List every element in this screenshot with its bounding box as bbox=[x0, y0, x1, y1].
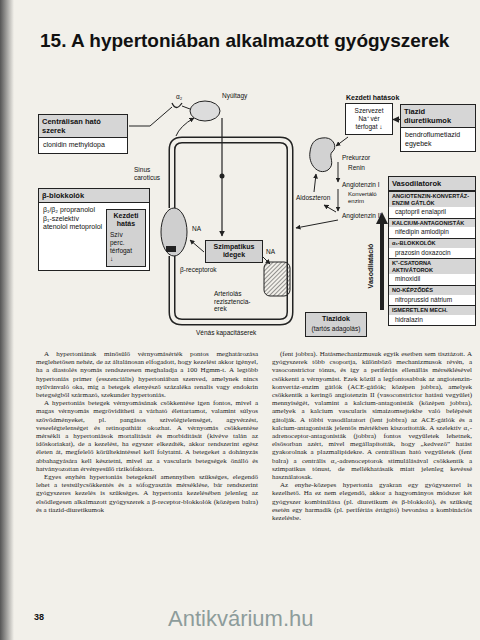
box-heading: Tiazid diuretikumok bbox=[401, 105, 475, 128]
diagram-label: Arteriolás rezisztencia-erek bbox=[214, 290, 262, 313]
drug-class-box: KALCIUM-ANTAGONISTÁKnifedipin amlodipin bbox=[389, 218, 475, 238]
diagram-label: Renin bbox=[348, 164, 365, 172]
body-paragraph: A hypertoniás betegek vérnyomásának csök… bbox=[36, 399, 258, 473]
body-paragraph: (fent jobbra). Hatásmechanizmusuk egyik … bbox=[272, 350, 472, 481]
box-body: bendroflumetiazid egyebek bbox=[401, 128, 475, 151]
vasodilatation-arrow bbox=[380, 222, 384, 310]
page-shadow bbox=[0, 0, 14, 640]
diagram-label: Konvertáló enzim bbox=[348, 191, 382, 205]
box-heading: Kezdeti hatások bbox=[346, 93, 399, 104]
leader-line bbox=[129, 107, 172, 126]
drug-class-box: ANGIOTENZIN-KONVERTÁZ-ENZIM GÁTLÓKcaptop… bbox=[389, 191, 475, 218]
drug-class-box: α₁-BLOKKOLÓKprazosin doxazocin bbox=[389, 238, 475, 258]
drug-box: Tiazid diuretikumokbendroflumetiazid egy… bbox=[400, 104, 476, 152]
diagram-label: Nyúltagy bbox=[222, 92, 247, 100]
box-heading: Kezdeti hatás bbox=[107, 210, 145, 231]
body-paragraph: Egyes enyhén hypertoniás betegeknél amen… bbox=[36, 473, 258, 514]
box-body: minoxidil bbox=[389, 274, 475, 285]
box-body: Szív perc. térfogat ↓ bbox=[107, 231, 156, 266]
diagram-label: Aldoszteron bbox=[296, 194, 330, 202]
ganglion-dot bbox=[220, 174, 225, 179]
diagram-label: NA bbox=[192, 225, 201, 233]
diagram-label: α₂ bbox=[176, 93, 182, 101]
nerve bbox=[182, 106, 190, 109]
box-heading: ISMERETLEN MECH. bbox=[389, 306, 475, 315]
arrow bbox=[296, 220, 338, 228]
box-heading: ANGIOTENZIN-KONVERTÁZ-ENZIM GÁTLÓK bbox=[389, 192, 475, 207]
arrow bbox=[314, 174, 316, 192]
drug-class-box: K⁺-CSATORNA AKTIVÁTOROKminoxidil bbox=[389, 258, 475, 285]
drug-box: Szimpatikus idegek bbox=[205, 240, 263, 263]
alpha2-receptor-symbol bbox=[172, 103, 182, 108]
diagram-label: Prekurzor bbox=[342, 154, 370, 162]
drug-box: VasodilatorokANGIOTENZIN-KONVERTÁZ-ENZIM… bbox=[388, 176, 476, 326]
drug-box: Kezdeti hatásokSzervezet Na⁺ vér térfoga… bbox=[345, 103, 393, 135]
box-heading: KALCIUM-ANTAGONISTÁK bbox=[389, 219, 475, 228]
box-body: Szervezet Na⁺ vér térfogat ↓ bbox=[346, 104, 392, 134]
box-heading: NO-KÉPZŐDÉS bbox=[389, 286, 475, 295]
drug-box: Kezdeti hatásSzív perc. térfogat ↓ bbox=[106, 209, 146, 267]
arrow bbox=[338, 189, 339, 211]
box-body: nitroprussid nátrium bbox=[389, 295, 475, 306]
connector bbox=[393, 119, 400, 120]
box-heading: K⁺-CSATORNA AKTIVÁTOROK bbox=[389, 259, 475, 274]
text-column: A hypertoniának minősülő vérnyomásérték … bbox=[36, 350, 258, 514]
box-body: hidralazin bbox=[389, 315, 475, 326]
beta-receptor-symbol bbox=[166, 246, 176, 252]
circulation-lumen bbox=[172, 140, 290, 322]
diagram-label: 38 bbox=[34, 612, 44, 623]
nerve-to-heart bbox=[190, 240, 204, 252]
box-heading: Szimpatikus idegek bbox=[206, 241, 262, 262]
drug-box: Centrálisan ható szerekclonidin methyldo… bbox=[38, 114, 128, 154]
arrow bbox=[336, 137, 348, 146]
box-heading: α₁-BLOKKOLÓK bbox=[389, 239, 475, 248]
box-body: captopril enalapril bbox=[389, 207, 475, 218]
arrow bbox=[324, 205, 336, 212]
drug-box: Tiazidok(tartós adagolás) bbox=[305, 312, 367, 337]
watermark: Antikvárium.hu bbox=[168, 606, 314, 632]
diagram-label: Vénás kapacitáserek bbox=[196, 329, 256, 337]
box-heading: Tiazidok bbox=[306, 313, 366, 325]
diagram-label: Angiotenzin II bbox=[342, 212, 381, 220]
body-paragraph: Az enyhe-közepes hypertonia gyakran egy … bbox=[272, 481, 472, 522]
diagram-label: Angiotenzin I bbox=[342, 181, 380, 189]
body-paragraph: A hypertoniának minősülő vérnyomásérték … bbox=[36, 350, 258, 399]
diagram-label: NA bbox=[266, 248, 275, 256]
baroreceptor-nerve bbox=[176, 118, 194, 136]
drug-class-box: NO-KÉPZŐDÉSnitroprussid nátrium bbox=[389, 285, 475, 305]
page-title: 15. A hypertoniában alkalmazott gyógysze… bbox=[40, 30, 449, 52]
medulla bbox=[190, 101, 220, 121]
circulation-loop bbox=[172, 140, 290, 322]
box-body: nifedipin amlodipin bbox=[389, 227, 475, 238]
text-column: (fent jobbra). Hatásmechanizmusuk egyik … bbox=[272, 350, 472, 522]
box-body: prazosin doxazocin bbox=[389, 248, 475, 259]
drug-class-box: ISMERETLEN MECH.hidralazin bbox=[389, 305, 475, 325]
box-body: clonidin methyldopa bbox=[39, 138, 127, 153]
arrow bbox=[338, 162, 339, 182]
nerve-to-arteriole bbox=[262, 256, 270, 264]
box-heading: β-blokkolók bbox=[39, 189, 149, 203]
box-heading: Vasodilatorok bbox=[389, 177, 475, 191]
heart bbox=[161, 208, 187, 256]
diagram-label: Sinus caroticus bbox=[134, 166, 166, 181]
diagram-label: β-receptorok bbox=[180, 266, 217, 274]
diagram-label: Vasodilatáció bbox=[367, 244, 375, 289]
box-heading: Centrálisan ható szerek bbox=[39, 115, 127, 138]
box-body: (tartós adagolás) bbox=[306, 325, 366, 336]
arteriole-vessels bbox=[264, 262, 290, 296]
kidney bbox=[310, 138, 335, 172]
drug-box: β-blokkolókβ₁/β₂ propranolol β₁-szelektí… bbox=[38, 188, 150, 271]
